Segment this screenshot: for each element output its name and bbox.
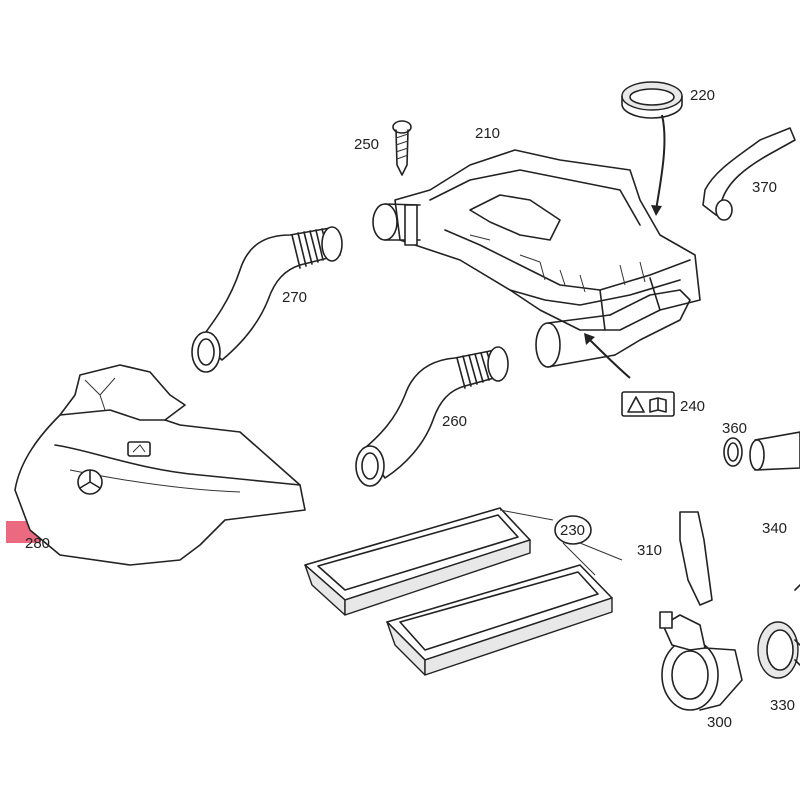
hose-end-right[interactable] (749, 431, 800, 471)
gasket-ring-220[interactable] (621, 81, 683, 216)
ring-330[interactable] (757, 621, 799, 679)
part-label-230: 230 (560, 522, 585, 539)
part-label-260: 260 (442, 413, 467, 430)
part-label-210: 210 (475, 125, 500, 142)
intake-hose-260[interactable] (355, 346, 509, 487)
part-label-280: 280 (25, 535, 50, 552)
air-filter-elements-230[interactable] (304, 507, 623, 676)
part-label-270: 270 (282, 289, 307, 306)
part-label-310: 310 (637, 542, 662, 559)
mercedes-star-icon (77, 469, 103, 495)
air-mass-meter-300[interactable] (659, 611, 743, 711)
engine-cover-280[interactable] (14, 364, 306, 566)
screw-250[interactable] (392, 120, 412, 176)
part-label-370: 370 (752, 179, 777, 196)
hose-370[interactable] (702, 127, 796, 221)
intake-hose-270[interactable] (191, 226, 343, 373)
part-label-250: 250 (354, 136, 379, 153)
part-label-300: 300 (707, 714, 732, 731)
part-edge-right (794, 584, 800, 666)
part-label-220: 220 (690, 87, 715, 104)
air-filter-housing-210[interactable] (372, 149, 701, 368)
part-label-360: 360 (722, 420, 747, 437)
seal-310[interactable] (679, 511, 713, 606)
part-label-330: 330 (770, 697, 795, 714)
part-label-340: 340 (762, 520, 787, 537)
warning-manual-icon[interactable] (584, 333, 675, 417)
part-label-240: 240 (680, 398, 705, 415)
clamp-360[interactable] (723, 437, 743, 467)
